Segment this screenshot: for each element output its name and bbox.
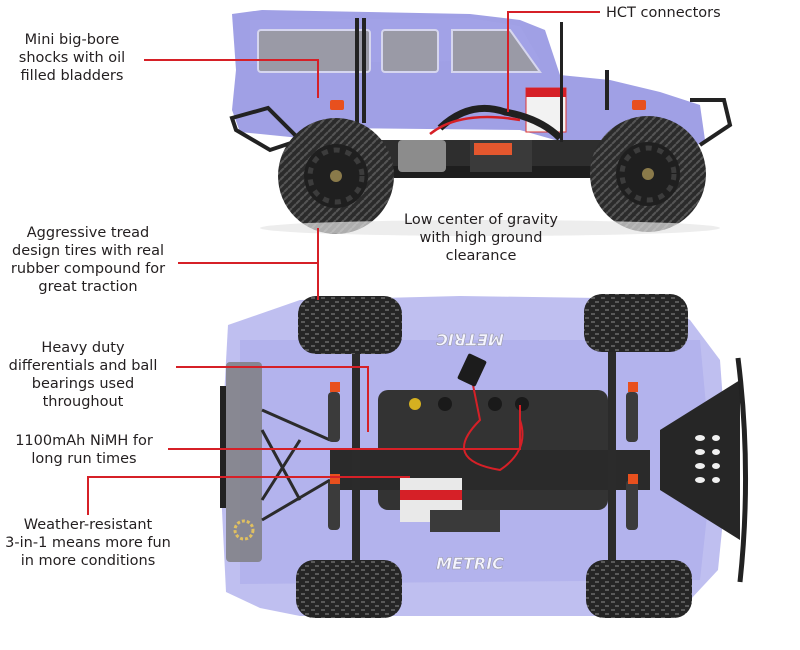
leader-line-battery xyxy=(168,405,521,450)
callout-diffs-line-1: Heavy duty xyxy=(41,340,125,356)
callout-weather-line-1: Weather-resistant xyxy=(23,517,153,533)
underside-view-truck: METRIC METRIC xyxy=(220,294,749,618)
side-window-mid xyxy=(381,29,439,73)
callout-weather: Weather-resistant 3-in-1 means more fun … xyxy=(0,516,176,570)
underside-wheel-rear-top xyxy=(298,296,402,354)
leader-line-diffs xyxy=(176,366,369,432)
callout-hct: HCT connectors xyxy=(606,4,721,22)
callout-shocks-line-2: shocks with oil xyxy=(18,50,126,66)
underside-logo-panel xyxy=(226,362,262,562)
callout-gravity: Low center of gravity with high ground c… xyxy=(396,211,566,265)
side-window-rear xyxy=(257,29,371,73)
callout-diffs-line-2: differentials and ball xyxy=(8,358,158,374)
leader-line-shocks xyxy=(144,59,319,98)
callout-weather-line-3: in more conditions xyxy=(20,553,156,569)
side-front-shock xyxy=(632,100,646,110)
callout-gravity-line-1: Low center of gravity xyxy=(404,212,558,228)
callout-shocks-line-1: Mini big-bore xyxy=(24,32,120,48)
callout-diffs-line-4: throughout xyxy=(42,394,124,410)
side-hct-wire xyxy=(437,104,563,141)
underside-wheel-front-bottom xyxy=(586,560,692,618)
callout-shocks: Mini big-bore shocks with oil filled bla… xyxy=(12,31,132,85)
callout-tires-line-4: great traction xyxy=(38,279,138,295)
leader-line-hct xyxy=(507,11,600,112)
side-rear-shock xyxy=(330,100,344,110)
callout-battery: 1100mAh NiMH for long run times xyxy=(6,432,162,468)
callout-battery-line-1: 1100mAh NiMH for xyxy=(15,433,153,449)
leader-line-weather xyxy=(87,476,410,515)
callout-hct-line-1: HCT connectors xyxy=(606,5,721,21)
side-front-wheel xyxy=(590,116,706,232)
underside-decal-bottom: METRIC xyxy=(436,554,504,573)
underside-decal-top: METRIC xyxy=(436,330,504,349)
callout-shocks-line-3: filled bladders xyxy=(20,68,124,84)
callout-tires-line-2: design tires with real xyxy=(11,243,164,259)
underside-front-skid xyxy=(660,380,740,540)
callout-weather-line-2: 3-in-1 means more fun xyxy=(5,535,171,551)
callout-gravity-line-2: with high ground xyxy=(419,230,543,246)
callout-tires-line-1: Aggressive tread xyxy=(26,225,150,241)
side-window-front xyxy=(451,29,542,73)
callout-tires: Aggressive tread design tires with real … xyxy=(0,224,176,296)
callout-diffs: Heavy duty differentials and ball bearin… xyxy=(0,339,166,411)
underside-wheel-front-top xyxy=(584,294,688,352)
leader-line-tires xyxy=(178,228,319,264)
side-rear-wheel xyxy=(278,118,394,234)
underside-wheel-rear-bottom xyxy=(296,560,402,618)
callout-battery-line-2: long run times xyxy=(31,451,137,467)
callout-diffs-line-3: bearings used xyxy=(31,376,135,392)
side-view-truck xyxy=(229,10,733,236)
callout-tires-line-3: rubber compound for xyxy=(10,261,166,277)
side-motor xyxy=(398,140,446,172)
callout-gravity-line-3: clearance xyxy=(445,248,517,264)
